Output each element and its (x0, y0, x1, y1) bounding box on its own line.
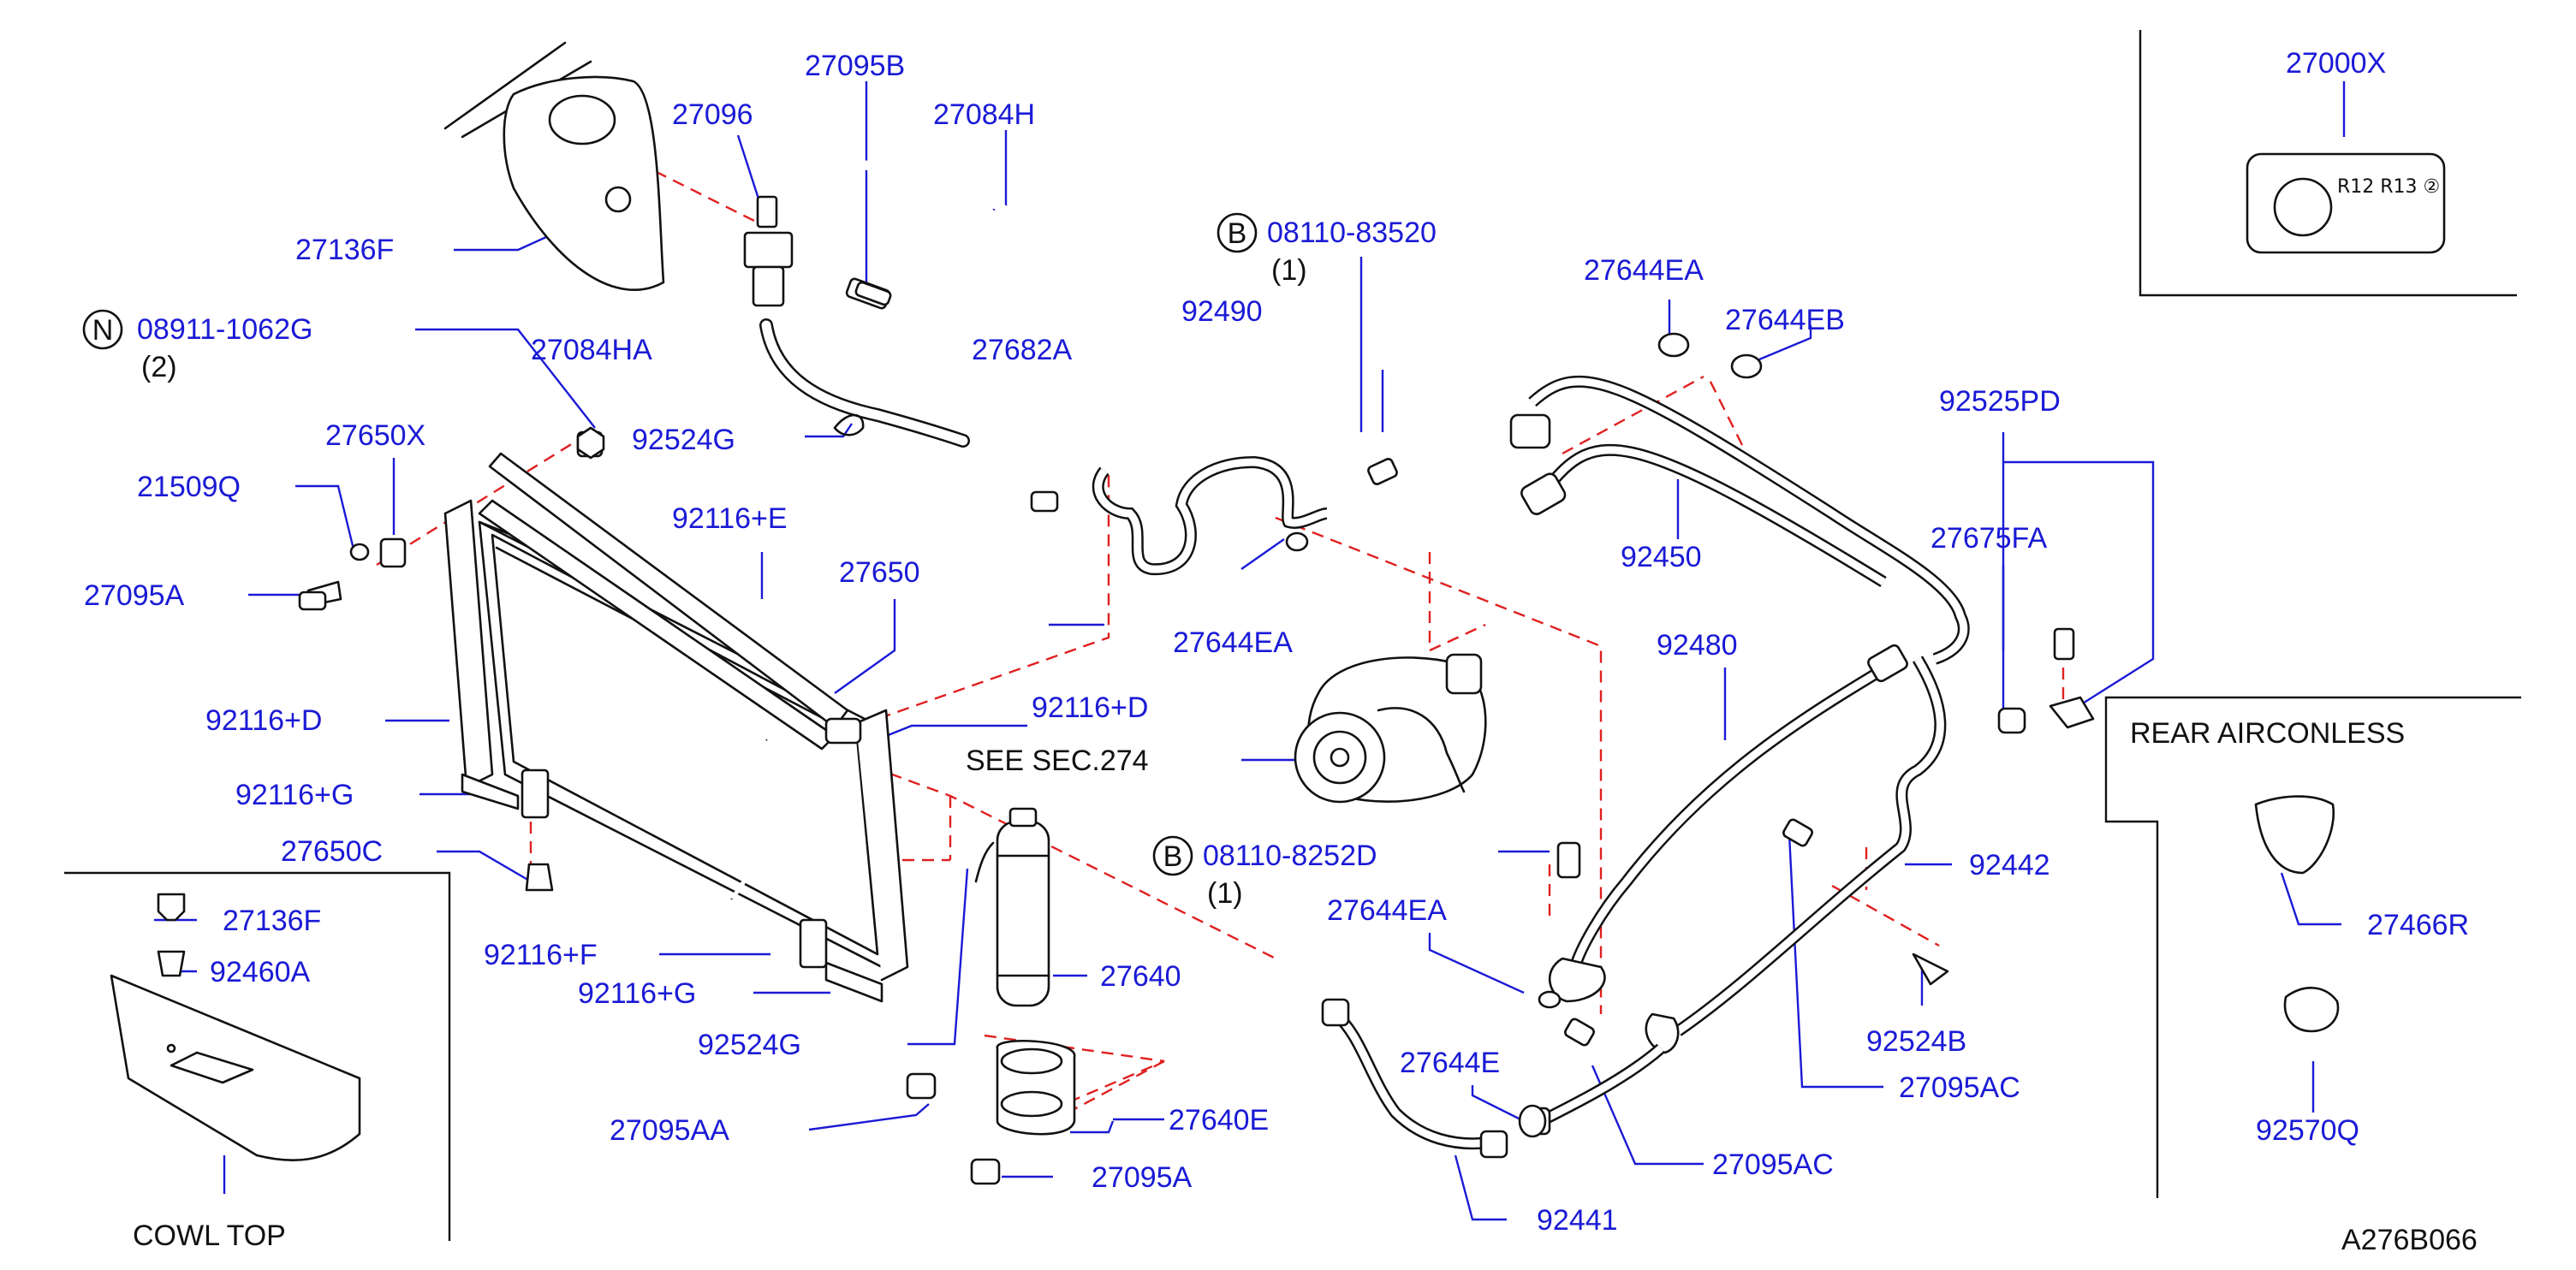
callout-b2-letter: B (1163, 840, 1183, 873)
part-27675fa[interactable]: 27675FA (1931, 522, 2047, 555)
part-27650c[interactable]: 27650C (281, 835, 383, 868)
part-27095b[interactable]: 27095B (805, 50, 905, 82)
condenser (306, 430, 909, 1003)
callout-b2-qty: (1) (1207, 877, 1243, 910)
callout-n1-qty: (2) (141, 351, 177, 383)
callout-n1-code: 08911-1062G (137, 313, 312, 346)
part-27095ac-right[interactable]: 27095AC (1899, 1071, 2020, 1104)
callout-b-1: B (1217, 212, 1258, 253)
part-27466r[interactable]: 27466R (2367, 909, 2469, 941)
part-92442[interactable]: 92442 (1969, 849, 2050, 881)
label-card-text: R12 R13 ② (2337, 176, 2440, 198)
callout-b-2: B (1152, 835, 1193, 876)
part-27644ea-mid[interactable]: 27644EA (1173, 626, 1293, 659)
diagram-code: A276B066 (2341, 1224, 2478, 1256)
callout-n1-letter: N (92, 314, 114, 347)
part-92116-g-left[interactable]: 92116+G (235, 779, 354, 811)
part-labels: 27000X 27095B 27096 27084H 27136F 27084H… (84, 47, 2478, 1256)
part-27644ea-top[interactable]: 27644EA (1584, 254, 1704, 287)
label-card: R12 R13 ② (2246, 152, 2446, 254)
part-92116-f[interactable]: 92116+F (484, 939, 598, 971)
part-27095aa[interactable]: 27095AA (610, 1114, 729, 1147)
rear-airconless-label: REAR AIRCONLESS (2130, 717, 2405, 750)
hoses-upper (743, 152, 1025, 448)
part-92441[interactable]: 92441 (1537, 1204, 1618, 1237)
part-92116-d-left[interactable]: 92116+D (205, 704, 322, 737)
part-27650[interactable]: 27650 (839, 556, 920, 589)
part-27650x[interactable]: 27650X (325, 419, 425, 452)
part-27084h[interactable]: 27084H (933, 98, 1035, 131)
part-92524g-top[interactable]: 92524G (632, 424, 735, 456)
part-92524g-bottom[interactable]: 92524G (698, 1029, 801, 1061)
frame-lines (64, 30, 2521, 1241)
callout-n-1: N (82, 309, 123, 350)
part-27000x[interactable]: 27000X (2286, 47, 2386, 80)
part-92524b[interactable]: 92524B (1866, 1025, 1966, 1058)
callout-b1-letter: B (1228, 217, 1247, 250)
part-92525pd[interactable]: 92525PD (1939, 385, 2061, 418)
part-92490[interactable]: 92490 (1181, 295, 1263, 328)
fasteners (298, 281, 2095, 1138)
cowl-top-label: COWL TOP (133, 1220, 286, 1252)
part-92116-g-bottom[interactable]: 92116+G (578, 977, 696, 1010)
callout-b2-code: 08110-8252D (1203, 840, 1377, 872)
cowl-top (110, 893, 361, 1162)
part-27084ha[interactable]: 27084HA (531, 334, 652, 366)
part-27095a-bottom[interactable]: 27095A (1092, 1161, 1193, 1194)
part-21509q[interactable]: 21509Q (137, 471, 241, 503)
part-92116-d-right[interactable]: 92116+D (1032, 691, 1148, 724)
part-92450[interactable]: 92450 (1621, 541, 1702, 573)
part-27095a-left[interactable]: 27095A (84, 579, 185, 612)
callout-codes: 08110-83520 (1) 08110-8252D (1) 08911-10… (137, 217, 1437, 910)
receiver-drier (906, 807, 1076, 1185)
part-92116-e[interactable]: 92116+E (672, 502, 788, 535)
part-92480[interactable]: 92480 (1657, 629, 1738, 662)
callout-b1-qty: (1) (1271, 254, 1307, 287)
part-92460a[interactable]: 92460A (210, 956, 311, 988)
plugs-right (2254, 795, 2340, 1033)
part-27682a[interactable]: 27682A (972, 334, 1073, 366)
part-27096[interactable]: 27096 (672, 98, 753, 131)
ac-lines (1092, 375, 1970, 1159)
part-27095ac-low[interactable]: 27095AC (1712, 1148, 1834, 1181)
compressor (1294, 653, 1487, 804)
part-27136f-inset[interactable]: 27136F (223, 905, 321, 937)
part-27640e[interactable]: 27640E (1169, 1104, 1269, 1136)
part-27640[interactable]: 27640 (1100, 960, 1181, 993)
leader-lines (154, 81, 2346, 1221)
see-sec-274: SEE SEC.274 (966, 745, 1149, 777)
callout-b1-code: 08110-83520 (1267, 217, 1437, 249)
part-27644ea-low[interactable]: 27644EA (1327, 894, 1447, 927)
part-92570q[interactable]: 92570Q (2256, 1114, 2359, 1147)
radiator-reservoir (443, 41, 665, 291)
part-27136f-top[interactable]: 27136F (295, 234, 394, 266)
part-27644eb[interactable]: 27644EB (1725, 304, 1845, 336)
part-27644e[interactable]: 27644E (1400, 1047, 1500, 1079)
